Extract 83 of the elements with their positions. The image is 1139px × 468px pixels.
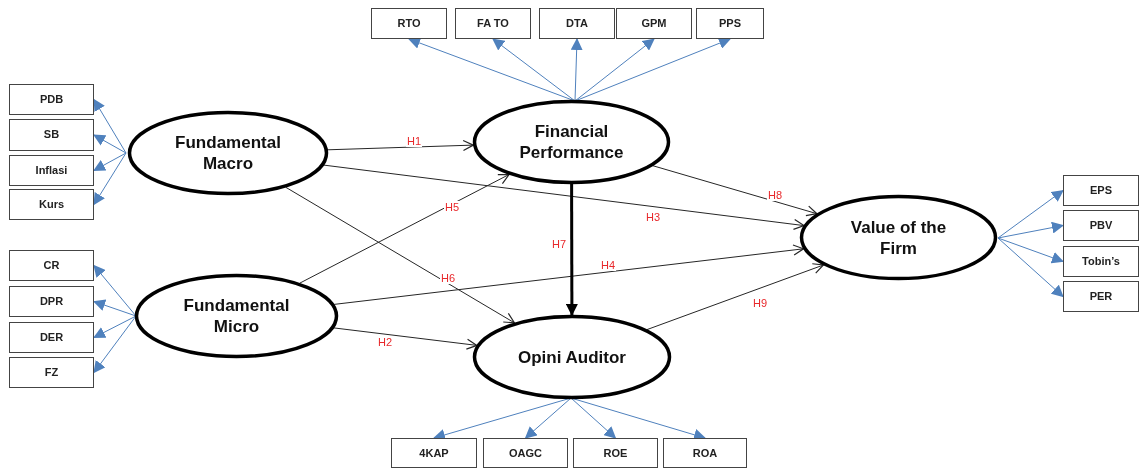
indicator-box: [9, 84, 94, 115]
arrow: [93, 134, 127, 154]
node-label: RTO: [397, 17, 421, 29]
construct-ellipse: [473, 100, 670, 184]
indicator-box: [9, 119, 94, 151]
edge-label: H5: [444, 201, 461, 213]
indicator-box: [9, 286, 94, 317]
indicator-box: [1063, 246, 1139, 277]
edge-label: H1: [406, 135, 423, 147]
arrow: [333, 327, 478, 350]
node-label: 4KAP: [419, 447, 449, 459]
arrow: [492, 38, 576, 102]
arrow: [570, 38, 583, 102]
node-label: EPS: [1090, 184, 1112, 196]
indicator-box: [1063, 210, 1139, 241]
node-label: Value of the Firm: [849, 216, 948, 259]
arrow: [333, 244, 805, 305]
indicator-box: [9, 322, 94, 353]
indicator-box: [483, 438, 568, 468]
node-label: Fundamental Macro: [174, 132, 282, 174]
indicator-box: [1063, 175, 1139, 206]
indicator-box: [391, 438, 477, 468]
indicator-box: [9, 189, 94, 220]
node-label: Opini Auditor: [517, 346, 627, 368]
arrow: [997, 221, 1064, 239]
edge-label: H2: [377, 336, 394, 348]
node-label: SB: [43, 128, 60, 140]
arrow: [93, 152, 127, 206]
arrow: [93, 98, 127, 154]
node-label: Fundamental Micro: [182, 295, 291, 337]
node-label: CR: [43, 259, 60, 271]
indicator-box: [371, 8, 447, 39]
node-label: DTA: [566, 17, 588, 29]
arrow: [565, 184, 578, 316]
indicator-box: [9, 250, 94, 281]
edge-label: H3: [645, 211, 662, 223]
arrow: [524, 397, 572, 439]
node-label: PPS: [719, 17, 741, 29]
edge-label: H8: [767, 189, 784, 201]
node-label: FA TO: [477, 17, 509, 29]
indicator-box: [539, 8, 615, 39]
node-label: DER: [39, 331, 64, 343]
indicator-box: [663, 438, 747, 468]
construct-ellipse: [128, 111, 328, 195]
arrow: [93, 152, 127, 171]
arrow: [323, 164, 805, 230]
arrow: [997, 237, 1064, 264]
node-label: DPR: [39, 295, 64, 307]
indicator-box: [696, 8, 764, 39]
indicator-box: [1063, 281, 1139, 312]
node-label: PER: [1089, 290, 1113, 302]
arrow: [285, 186, 515, 324]
arrow: [327, 139, 474, 151]
indicator-box: [455, 8, 531, 39]
arrow: [299, 173, 510, 284]
arrow: [574, 38, 655, 102]
arrow: [570, 397, 617, 439]
node-label: Inflasi: [35, 164, 68, 176]
construct-ellipse: [473, 315, 671, 399]
edge-label: H4: [600, 259, 617, 271]
arrow: [652, 165, 818, 217]
arrow: [646, 263, 824, 331]
edge-label: H9: [752, 297, 769, 309]
node-label: GPM: [641, 17, 667, 29]
indicator-box: [9, 155, 94, 186]
node-label: PDB: [39, 93, 64, 105]
node-label: OAGC: [509, 447, 542, 459]
arrow: [997, 237, 1064, 298]
node-label: ROA: [692, 447, 718, 459]
edge-label: H6: [440, 272, 457, 284]
indicator-box: [9, 357, 94, 388]
node-label: Financial Performance: [518, 121, 625, 163]
node-label: ROE: [603, 447, 628, 459]
node-label: PBV: [1089, 219, 1113, 231]
arrow: [997, 189, 1064, 239]
indicator-box: [573, 438, 658, 468]
construct-ellipse: [800, 195, 997, 280]
indicator-box: [616, 8, 692, 39]
edge-label: H7: [551, 238, 568, 250]
construct-ellipse: [135, 274, 338, 358]
node-label: Tobin’s: [1082, 255, 1120, 267]
node-label: Kurs: [38, 198, 65, 210]
node-label: FZ: [44, 366, 59, 378]
